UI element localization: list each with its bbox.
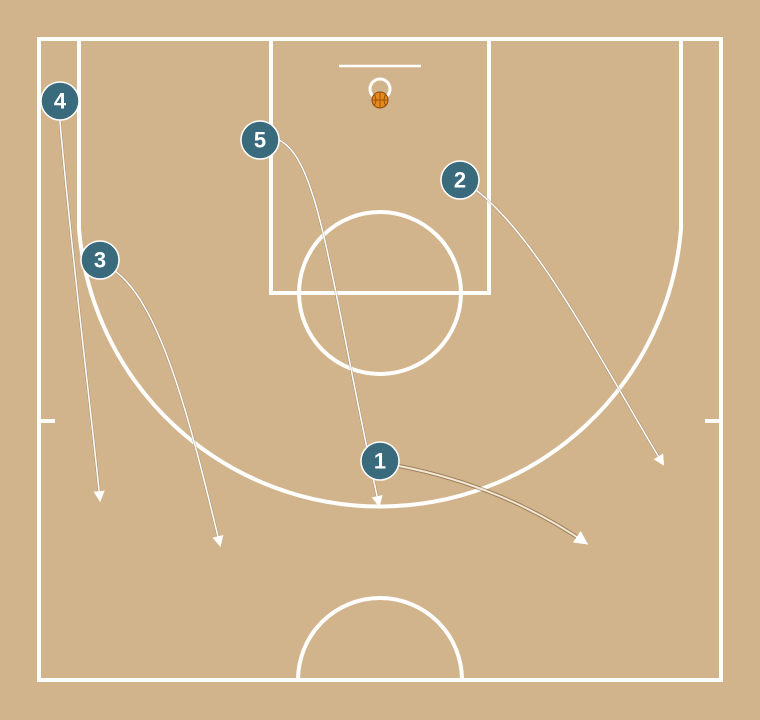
free-throw-circle	[297, 210, 463, 376]
player-label: 4	[54, 89, 67, 114]
player-2[interactable]: 2	[440, 160, 480, 200]
path-player-2	[475, 189, 665, 466]
three-point-line	[77, 39, 683, 509]
path-player-5	[278, 138, 383, 508]
center-circle	[296, 596, 464, 681]
player-label: 2	[454, 168, 466, 193]
player-label: 3	[94, 248, 106, 273]
basketball-icon	[371, 91, 389, 109]
path-player-3	[111, 267, 224, 548]
player-5[interactable]: 5	[240, 120, 280, 160]
player-4[interactable]: 4	[40, 81, 80, 121]
court-boundary	[37, 37, 723, 682]
pass-player-1	[398, 464, 589, 545]
path-player-4	[57, 110, 105, 503]
paint-lane	[269, 37, 491, 295]
player-3[interactable]: 3	[80, 240, 120, 280]
player-1[interactable]: 1	[360, 441, 400, 481]
player-label: 1	[374, 449, 386, 474]
player-label: 5	[254, 128, 266, 153]
